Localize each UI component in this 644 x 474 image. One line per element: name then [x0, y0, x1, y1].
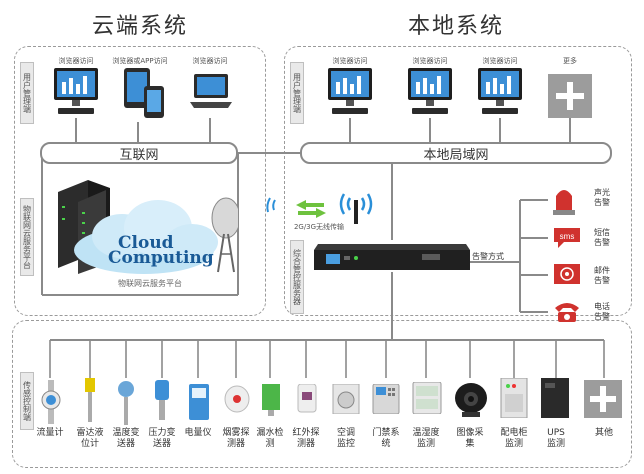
sensor-tab: 传感控制端 — [20, 372, 34, 430]
email-envelope-icon — [554, 264, 580, 284]
sensor-label-access-control: 门禁系 统 — [372, 428, 400, 449]
alert-phone-label: 电话 告警 — [594, 302, 610, 321]
desktop-monitor-icon — [54, 68, 98, 114]
siren-alarm-icon — [553, 190, 575, 215]
sensor-label-temperature: 温度变 送器 — [112, 428, 140, 449]
cloud-logo-top: Cloud — [118, 233, 174, 253]
desktop-monitor-icon — [328, 68, 372, 114]
cloud-device-3-label: 浏览器访问 — [192, 57, 228, 65]
local-system-title: 本地系统 — [408, 14, 505, 39]
cloud-device-1-label: 浏览器访问 — [58, 57, 94, 65]
control-server-icon — [314, 244, 470, 270]
sensor-region — [12, 320, 632, 468]
local-user-tab: 用户管理端 — [290, 62, 304, 124]
sensor-label-air-conditioner: 空调 监控 — [336, 428, 355, 449]
telephone-icon — [555, 303, 579, 322]
air-conditioner-icon — [332, 384, 360, 414]
sensor-label-cabinet: 配电柜 监测 — [500, 428, 528, 449]
internet-bar: 互联网 — [40, 142, 238, 164]
local-device-1-label: 浏览器访问 — [332, 57, 368, 65]
desktop-monitor-icon — [478, 68, 522, 114]
sensor-label-water-leak: 漏水检 测 — [256, 428, 284, 449]
camera-icon — [455, 383, 487, 417]
infrared-detector-icon — [297, 384, 317, 413]
alert-email-label: 邮件 告警 — [594, 266, 610, 285]
temperature-transmitter-icon — [118, 381, 134, 425]
pressure-transmitter-icon — [155, 380, 169, 420]
sms-badge-text: sms — [560, 232, 575, 241]
temperature-humidity-icon — [412, 382, 442, 414]
plus-icon — [584, 380, 622, 418]
bidirectional-arrow-icon — [296, 200, 326, 218]
server-tab: 综合管控服务器 — [290, 240, 304, 314]
ups-icon — [541, 378, 569, 418]
local-device-3-label: 浏览器访问 — [482, 57, 518, 65]
smoke-detector-icon — [224, 385, 250, 413]
sensor-label-flowmeter: 流量计 — [36, 428, 64, 438]
cloud-logo-bottom: Computing — [108, 248, 214, 268]
sensor-label-other: 其他 — [594, 428, 613, 438]
cloud-server-icon — [58, 180, 238, 274]
cloud-system-title: 云端系统 — [92, 14, 189, 39]
desktop-monitor-icon — [408, 68, 452, 114]
alert-sound-label: 声光 告警 — [594, 188, 610, 207]
cloud-system-region — [14, 46, 266, 316]
alert-sms-label: 短信 告警 — [594, 228, 610, 247]
power-meter-icon — [189, 384, 209, 420]
sensor-label-ups: UPS 监测 — [546, 428, 565, 449]
local-device-more-label: 更多 — [563, 57, 577, 65]
flowmeter-icon — [41, 380, 61, 424]
antenna-signal-icon — [339, 193, 373, 224]
lan-bar: 本地局域网 — [300, 142, 612, 164]
tablet-phone-icon — [124, 68, 164, 118]
laptop-icon — [190, 74, 232, 108]
sensor-label-pressure: 压力变 送器 — [148, 428, 176, 449]
cloud-logo-text: Cloud Computing — [108, 233, 214, 267]
wifi-waves-icon — [266, 197, 276, 213]
sensor-label-camera: 图像采 集 — [456, 428, 484, 449]
water-leak-detector-icon — [262, 384, 280, 416]
wireless-label: 2G/3G无线传输 — [293, 223, 345, 231]
cloud-device-2-label: 浏览器或APP访问 — [112, 57, 168, 65]
cloud-platform-tab: 物联网云服务平台 — [20, 198, 34, 276]
sensor-label-radar-level: 雷达液 位计 — [76, 428, 104, 449]
distribution-cabinet-icon — [500, 378, 528, 418]
cloud-user-tab: 用户管理端 — [20, 62, 34, 124]
local-system-region — [284, 46, 632, 316]
alarm-mode-label: 告警方式 — [472, 252, 504, 261]
sms-bubble-icon: sms — [554, 228, 580, 248]
sensor-label-infrared: 红外探 测器 — [292, 428, 320, 449]
sensor-label-smoke: 烟雾探 测器 — [222, 428, 250, 449]
access-control-icon — [372, 384, 400, 414]
sensor-label-temp-humidity: 温湿度 监测 — [412, 428, 440, 449]
local-device-2-label: 浏览器访问 — [412, 57, 448, 65]
plus-icon — [548, 74, 592, 118]
sensor-label-power-meter: 电量仪 — [184, 428, 212, 438]
radar-level-icon — [85, 378, 95, 422]
cloud-platform-caption: 物联网云服务平台 — [118, 279, 182, 288]
